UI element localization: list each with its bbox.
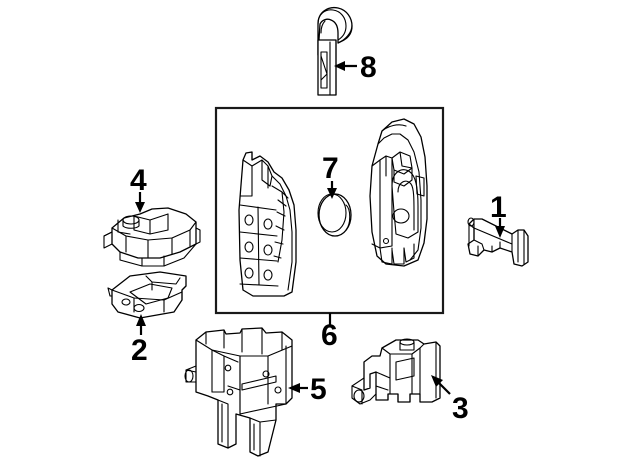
part-8-hook <box>317 6 353 96</box>
part-4-connector-holder <box>103 207 201 267</box>
callout-label-7: 7 <box>322 152 339 185</box>
callout-1-leader <box>495 218 505 238</box>
callout-label-2: 2 <box>131 334 148 367</box>
callout-4-leader <box>135 192 145 213</box>
callout-2-leader <box>136 314 146 335</box>
callout-label-6: 6 <box>321 319 338 352</box>
part-2-tray <box>107 271 187 319</box>
part-5-bracket <box>184 327 293 457</box>
callout-label-3: 3 <box>452 392 469 425</box>
callout-5-leader <box>288 383 308 393</box>
callout-label-8: 8 <box>360 51 377 84</box>
callout-label-1: 1 <box>490 191 507 224</box>
callout-8-leader <box>334 61 357 71</box>
callout-label-5: 5 <box>310 373 327 406</box>
callout-3-leader <box>431 375 451 395</box>
part-3-module <box>351 338 441 405</box>
part-1-bracket <box>467 217 529 267</box>
callout-7-leader <box>327 181 337 199</box>
part-7-grommet <box>317 193 352 237</box>
part-6-fuse-box-cover <box>238 151 297 297</box>
part-6-housing <box>369 118 428 267</box>
callout-label-4: 4 <box>130 164 147 197</box>
